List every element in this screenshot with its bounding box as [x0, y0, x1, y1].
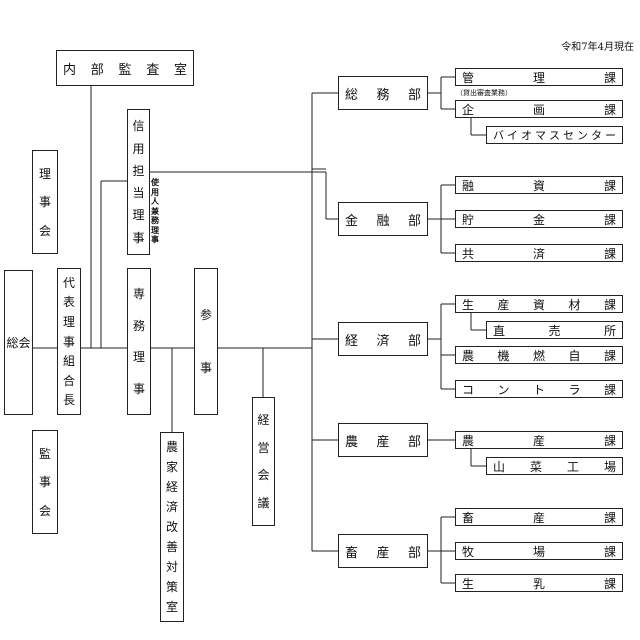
section-production-materials: 生産資材課 — [455, 295, 623, 313]
department-finance: 金融部 — [338, 202, 428, 236]
auditors-box: 監事会 — [32, 430, 58, 534]
section-planning: 企画課 — [455, 100, 623, 118]
biomass-center: バイオマスセンター — [486, 126, 623, 144]
councilor-box: 参事 — [194, 268, 218, 415]
general-assembly-box: 総会 — [4, 270, 33, 415]
department-livestock: 畜産部 — [338, 534, 428, 568]
section-raw-milk: 生乳課 — [455, 574, 623, 592]
audit-office-box: 内部監査室 — [56, 50, 194, 86]
directors-box: 理事会 — [32, 150, 58, 254]
section-contractor: コントラ課 — [455, 380, 623, 398]
section-livestock: 畜産課 — [455, 508, 623, 526]
management-council-box: 経営会議 — [252, 397, 275, 526]
kanri-note: （貸出審査業務） — [456, 89, 512, 97]
employee-director-note: 使用人兼務理事 — [151, 177, 159, 244]
wild-vegetable-factory: 山菜工場 — [486, 457, 623, 475]
department-general-affairs: 総務部 — [338, 76, 428, 110]
section-savings: 貯金課 — [455, 210, 623, 228]
section-mutual-aid: 共済課 — [455, 244, 623, 262]
section-loans: 融資課 — [455, 176, 623, 194]
department-agriculture: 農産部 — [338, 423, 428, 457]
section-farm-machinery: 農機燃自課 — [455, 346, 623, 364]
section-agri-products: 農産課 — [455, 431, 623, 449]
representative-box: 代表理事組合長 — [57, 268, 81, 415]
direct-sales-store: 直売所 — [486, 321, 623, 339]
date-label: 令和7年4月現在 — [561, 42, 634, 53]
department-economy: 経済部 — [338, 322, 428, 356]
section-management: 管理課 — [455, 68, 623, 86]
credit-director-box: 信用担当理事 — [127, 109, 150, 255]
section-ranch: 牧場課 — [455, 542, 623, 560]
managing-director-box: 専務理事 — [127, 268, 151, 415]
farm-improvement-box: 農家経済改善対策室 — [160, 432, 184, 622]
